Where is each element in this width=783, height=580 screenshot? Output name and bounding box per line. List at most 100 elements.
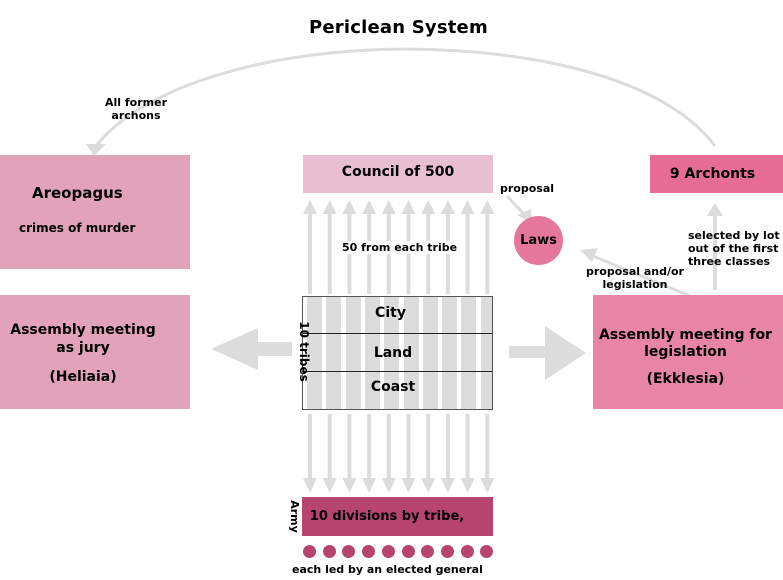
ekklesia-line1: Assembly meeting for (599, 327, 772, 343)
heliaia-line1: Assembly meeting (10, 322, 156, 338)
council-selection-arrowhead (401, 200, 416, 214)
army-division-arrow-shaft (445, 414, 450, 480)
council-selection-arrowhead (362, 200, 377, 214)
army-side-label: Army (287, 500, 301, 533)
general-dot (362, 545, 376, 558)
proposal-legislation-line1: proposal and/or (586, 265, 684, 278)
tribe-row-city: City (375, 305, 406, 321)
army-division-arrow-shaft (465, 414, 470, 480)
army-division-arrowhead (303, 478, 317, 493)
tribes-side-label: 10 tribes (296, 321, 311, 382)
heliaia-line3: (Heliaia) (49, 369, 117, 385)
ekklesia-line2: legislation (644, 344, 727, 360)
general-dot (480, 545, 494, 558)
right-arrow-head (545, 326, 586, 380)
general-dot (460, 545, 474, 558)
council-selection-arrowhead (303, 200, 317, 214)
council-selection-arrow-shaft (485, 212, 490, 294)
tribe-stripe (364, 297, 380, 409)
proposal-legislation-arrow (592, 254, 691, 298)
army-division-arrow-shaft (485, 414, 490, 480)
tribe-stripe (384, 297, 400, 409)
left-arrow-shaft (252, 342, 292, 356)
army-title: 10 divisions by tribe, (309, 509, 465, 524)
tribe-stripe (480, 297, 492, 409)
council-selection-arrow-shaft (465, 212, 470, 294)
proposal-legislation-arrowhead (580, 248, 598, 262)
council-selection-arrowhead (421, 200, 436, 214)
former-archons-line1: All former (105, 96, 167, 109)
row-divider (303, 371, 492, 372)
army-box: 10 divisions by tribe, (302, 497, 493, 536)
army-division-arrowhead (401, 478, 416, 493)
row-divider (303, 333, 492, 334)
tribe-row-land: Land (373, 345, 413, 361)
council-selection-arrowhead (342, 200, 357, 214)
areopagus-title: Areopagus (32, 184, 123, 202)
proposal-legislation-label: proposal and/or legislation (580, 265, 690, 291)
army-division-arrow-shaft (327, 414, 332, 480)
archonts-title: 9 Archonts (669, 166, 756, 182)
former-archons-arrowhead (86, 144, 106, 156)
selected-line3: three classes (688, 255, 771, 268)
council-selection-arrowhead (480, 200, 495, 214)
council-selection-arrow-shaft (327, 212, 332, 294)
council-selection-arrow-shaft (308, 212, 312, 294)
proposal-arrow (505, 194, 526, 216)
tribe-stripe (403, 297, 419, 409)
areopagus-subtitle: crimes of murder (19, 221, 136, 235)
former-archons-curve-arrow (94, 47, 717, 147)
right-arrow-shaft (509, 346, 547, 358)
selected-by-lot-arrowhead (707, 203, 723, 216)
army-division-arrowhead (362, 478, 377, 493)
selected-by-lot-label: selected by lot out of the first three c… (688, 229, 780, 268)
council-selection-arrowhead (381, 200, 396, 214)
former-archons-line2: archons (111, 109, 161, 122)
council-title: Council of 500 (341, 164, 455, 180)
general-dot (303, 545, 316, 558)
heliaia-line2: as jury (56, 340, 110, 356)
council-selection-arrowhead (460, 200, 475, 214)
council-selection-arrowhead (440, 200, 455, 214)
army-division-arrowhead (381, 478, 396, 493)
tribe-row-coast: Coast (370, 379, 416, 395)
council-selection-arrowhead (322, 200, 337, 214)
tribe-stripe (326, 297, 342, 409)
general-dot (381, 545, 395, 558)
army-division-arrowhead (440, 478, 455, 493)
selected-line1: selected by lot (688, 229, 780, 242)
army-division-arrow-shaft (308, 414, 312, 480)
ekklesia-box: Assembly meeting for legislation (Ekkles… (593, 295, 783, 409)
army-division-arrowhead (342, 478, 357, 493)
general-dot (401, 545, 415, 558)
selected-line2: out of the first (688, 242, 779, 255)
army-division-arrowhead (421, 478, 436, 493)
left-arrow-head (211, 328, 258, 370)
proposal-legislation-line2: legislation (602, 278, 668, 291)
army-division-arrow-shaft (347, 414, 352, 480)
former-archons-label: All former archons (96, 96, 176, 122)
general-dot (440, 545, 454, 558)
general-dot (322, 545, 336, 558)
tribe-stripe (442, 297, 458, 409)
general-dot (342, 545, 356, 558)
tribe-stripe (307, 297, 322, 409)
heliaia-box: Assembly meeting as jury (Heliaia) (0, 295, 190, 409)
laws-circle: Laws (514, 216, 563, 265)
army-caption: each led by an elected general (292, 563, 483, 576)
laws-title: Laws (520, 233, 557, 248)
army-division-arrow-shaft (406, 414, 411, 480)
army-division-arrow-shaft (367, 414, 372, 480)
tribe-stripe (422, 297, 438, 409)
archonts-box: 9 Archonts (650, 155, 783, 193)
fifty-each-label: 50 from each tribe (340, 241, 460, 254)
ekklesia-line3: (Ekklesia) (646, 371, 725, 387)
proposal-label: proposal (500, 182, 555, 195)
council-box: Council of 500 (303, 155, 493, 193)
army-division-arrowhead (322, 478, 337, 493)
tribes-grid: City Land Coast (302, 296, 493, 410)
areopagus-box: Areopagus crimes of murder (0, 155, 190, 269)
army-division-arrow-shaft (386, 414, 391, 480)
army-division-arrowhead (480, 478, 495, 493)
